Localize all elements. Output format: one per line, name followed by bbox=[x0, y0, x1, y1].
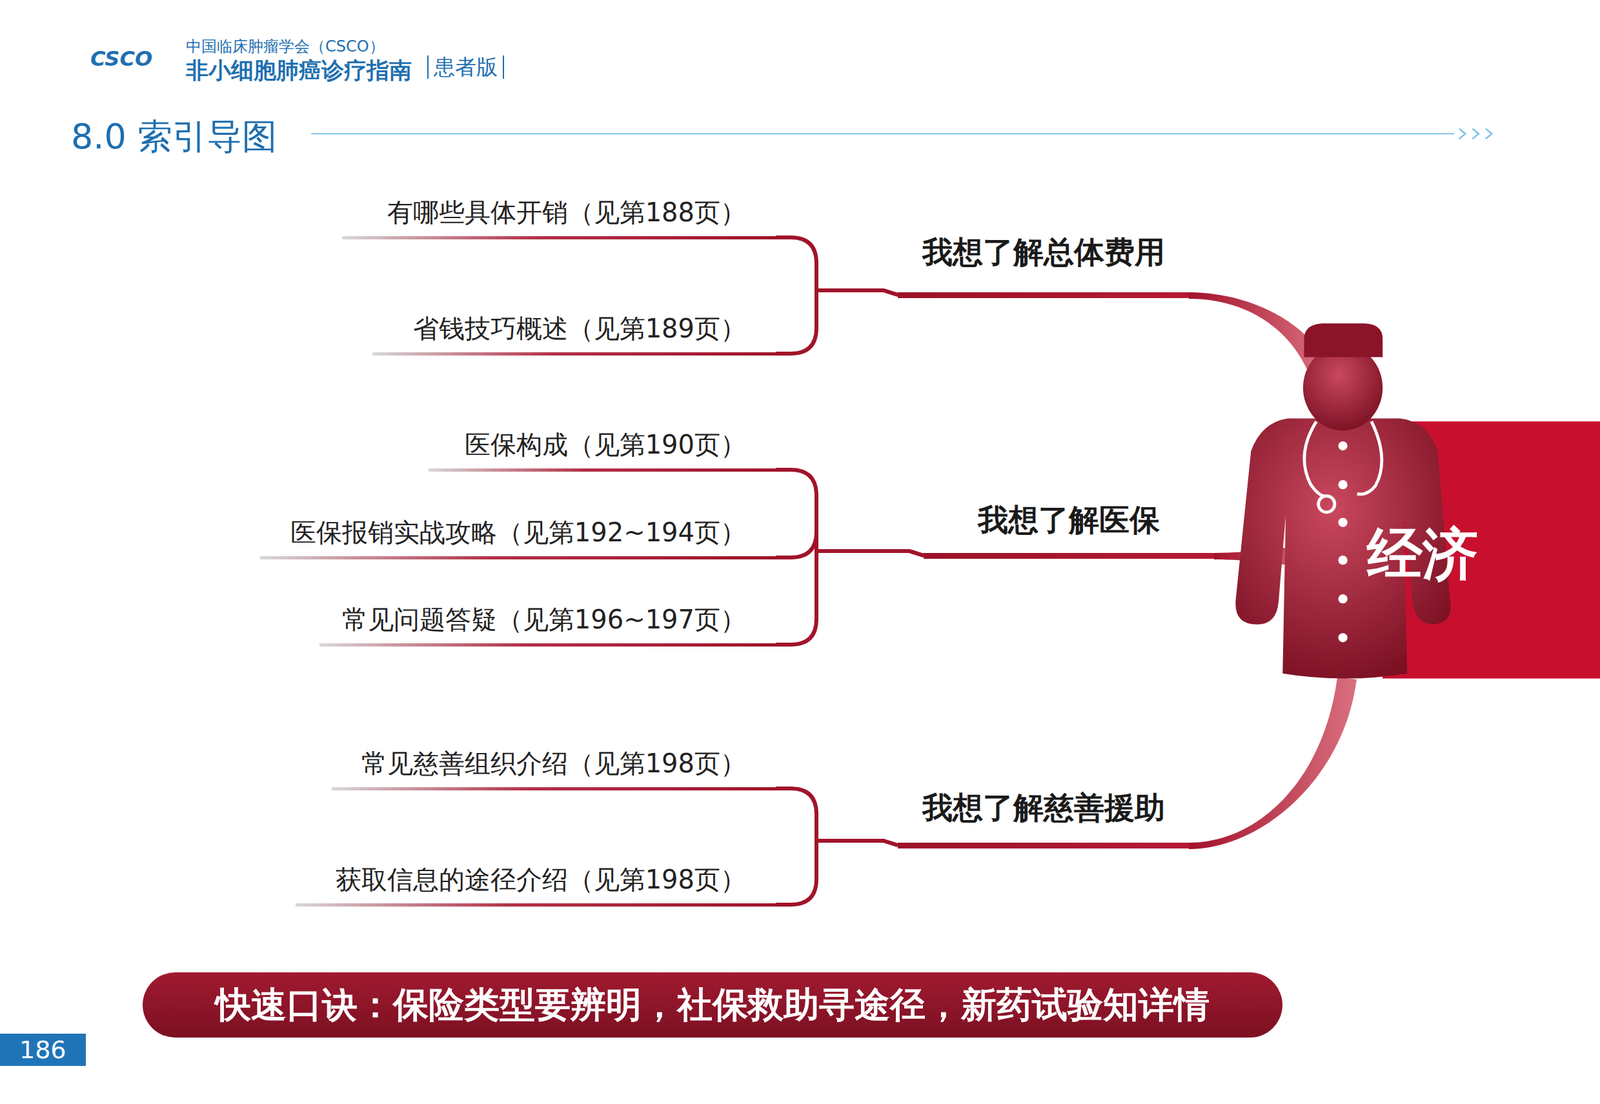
topic-text: 186 bbox=[19, 1035, 67, 1065]
topic-text: 我想了解总体费用 bbox=[922, 232, 1165, 274]
mindmap-branch-line bbox=[1188, 292, 1326, 372]
topic-text: 经济 bbox=[1367, 526, 1479, 582]
topic-text: 医保报销实战攻略（见第192~194页） bbox=[290, 515, 747, 551]
topic-text: 获取信息的途径介绍（见第198页） bbox=[335, 862, 747, 898]
leaf-topic: 医保构成（见第190页） bbox=[428, 424, 776, 472]
topic-text: 我想了解医保 bbox=[977, 500, 1160, 541]
topic-text: 省钱技巧概述（见第189页） bbox=[413, 311, 747, 347]
topic-text: 快速口诀：保险类型要辨明，社保救助寻途径，新药试验知详情 bbox=[215, 981, 1210, 1030]
mindmap-branch-line bbox=[775, 551, 924, 645]
topic-text: 医保构成（见第190页） bbox=[464, 427, 747, 463]
leaf-topic: 常见问题答疑（见第196~197页） bbox=[319, 598, 776, 647]
branch-topic: 我想了解慈善援助 bbox=[897, 780, 1189, 849]
title-chevrons bbox=[1459, 128, 1493, 139]
topic-text: 常见慈善组织介绍（见第198页） bbox=[361, 746, 747, 782]
leaf-topic: 常见慈善组织介绍（见第198页） bbox=[331, 742, 776, 791]
central-topic: 经济 bbox=[1316, 336, 1600, 679]
mindmap-branch-line bbox=[775, 840, 898, 905]
leaf-topic: 医保报销实战攻略（见第192~194页） bbox=[260, 511, 776, 560]
mindmap-branch-line bbox=[775, 531, 924, 558]
coat-buttons bbox=[1337, 441, 1347, 643]
doctor-hat bbox=[1304, 323, 1384, 357]
mindmap-branch-line bbox=[775, 788, 898, 846]
leaf-topic: 获取信息的途径介绍（见第198页） bbox=[295, 859, 776, 907]
leaf-topic: 有哪些具体开销（见第188页） bbox=[342, 191, 776, 240]
society-name: 中国临床肿瘤学会（CSCO） bbox=[185, 36, 385, 57]
branch-topic: 我想了解总体费用 bbox=[897, 219, 1189, 299]
guide-name: 非小细胞肺癌诊疗指南 bbox=[185, 55, 412, 86]
logo-text: CSCO bbox=[90, 46, 153, 71]
edition-tag: 患者版 bbox=[427, 55, 505, 79]
topic-text: 常见问题答疑（见第196~197页） bbox=[342, 602, 747, 638]
leaf-topic: 省钱技巧概述（见第189页） bbox=[372, 307, 776, 356]
topic-text: 我想了解慈善援助 bbox=[922, 788, 1165, 829]
mindmap-branch-line bbox=[775, 469, 924, 556]
mnemonic-banner: 快速口诀：保险类型要辨明，社保救助寻途径，新药试验知详情 bbox=[142, 972, 1283, 1038]
title-rule bbox=[311, 132, 1455, 135]
doctor-head bbox=[1303, 345, 1383, 432]
mindmap-branch-line bbox=[775, 290, 898, 354]
mindmap-branch-line bbox=[775, 237, 898, 295]
page-title: 8.0 索引导图 bbox=[70, 113, 277, 161]
topic-text: 有哪些具体开销（见第188页） bbox=[387, 194, 747, 231]
stethoscope bbox=[1304, 421, 1382, 513]
mindmap-branch-line bbox=[1188, 677, 1357, 850]
branch-topic: 我想了解医保 bbox=[923, 495, 1215, 559]
page-number-box: 186 bbox=[0, 1033, 86, 1067]
